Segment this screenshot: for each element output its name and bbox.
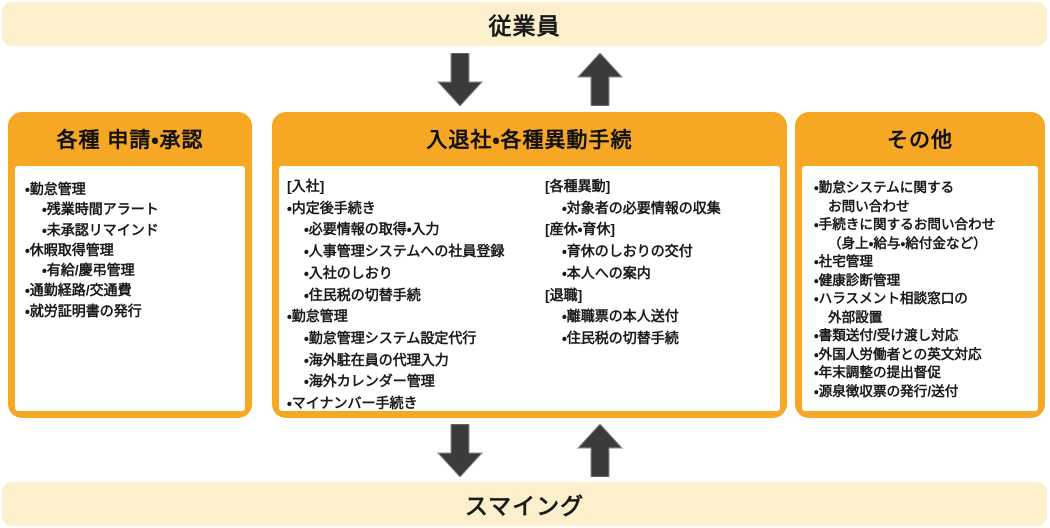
list-item: ・勤怠管理システム設定代行 (304, 329, 477, 346)
box-onboarding-column-2: [各種異動] ・対象者の必要情報の収集 [産休・育休] ・育休のしおりの交付・本人への… (545, 176, 780, 411)
list-item: ・健康診断管理 (814, 272, 901, 288)
list-item: ・勤怠管理 (287, 308, 348, 325)
box-applications-list: ・勤怠管理・残業時間アラート・未承認リマインド・休暇取得管理・有給/慶弔管理・通… (15, 166, 245, 411)
list-item: 外部設置 (828, 309, 883, 325)
list-item: ・勤怠システムに関する (814, 180, 955, 195)
smiing-banner-label: スマイング (464, 493, 585, 519)
box-applications-title: 各種 申請・承認 (56, 129, 204, 152)
list-item: お問い合わせ (828, 198, 910, 214)
employee-banner-label: 従業員 (488, 13, 561, 39)
list-item: [各種異動] (545, 178, 611, 194)
list-item: ・通勤経路/交通費 (25, 282, 132, 299)
box-onboarding-body: [入社] ・内定後手続き・必要情報の取得・入力・人事管理システムへの社員登録・入社… (279, 166, 780, 411)
box-others-list: ・勤怠システムに関するお問い合わせ・手続きに関するお問い合わせ （身上・給与・給付… (802, 166, 1038, 411)
list-item: ・有給/慶弔管理 (42, 262, 135, 279)
box-onboarding: 入退社・各種異動手続 [入社] ・内定後手続き・必要情報の取得・入力・人事管理シス… (272, 112, 787, 418)
list-item: ・残業時間アラート (42, 201, 159, 218)
list-item: [産休・育休] (545, 221, 616, 238)
list-item: ・離職票の本人送付 (562, 308, 679, 325)
list-item: ・海外カレンダー管理 (304, 373, 435, 390)
list-item: ・年末調整の提出督促 (814, 365, 941, 380)
list-item: ・源泉徴収票の発行/送付 (814, 383, 959, 399)
box-others-title: その他 (887, 129, 953, 152)
list-item: ・住民税の切替手続 (562, 329, 679, 346)
list-item: ・社宅管理 (814, 254, 873, 269)
box-onboarding-column-1: [入社] ・内定後手続き・必要情報の取得・入力・人事管理システムへの社員登録・入社… (287, 176, 545, 411)
list-item: ・書類送付/受け渡し対応 (814, 328, 959, 343)
list-item: ・対象者の必要情報の収集 (562, 199, 721, 216)
arrow-up-icon (575, 424, 625, 477)
list-item: ・必要情報の取得・入力 (304, 221, 440, 238)
box-applications: 各種 申請・承認 ・勤怠管理・残業時間アラート・未承認リマインド・休暇取得管理・… (8, 112, 252, 418)
arrow-up-icon (575, 53, 625, 106)
list-item: ・人事管理システムへの社員登録 (304, 243, 505, 260)
list-item: [退職] (545, 286, 583, 303)
employee-banner: 従業員 (2, 2, 1047, 46)
list-item: ・海外駐在員の代理入力 (304, 351, 449, 368)
list-item: ・住民税の切替手続 (304, 286, 421, 303)
box-others: その他 ・勤怠システムに関するお問い合わせ・手続きに関するお問い合わせ （身上・給… (795, 112, 1045, 418)
list-item: ・本人への案内 (562, 264, 651, 281)
list-item: ・休暇取得管理 (25, 241, 114, 258)
arrow-down-icon (435, 424, 485, 477)
list-item: ・マイナンバー手続き (287, 395, 418, 411)
list-item: ・外国人労働者との英文対応 (814, 346, 982, 362)
list-item: ・内定後手続き (287, 199, 376, 216)
smiing-banner: スマイング (2, 482, 1047, 526)
list-item: ・ハラスメント相談窓口の (814, 291, 968, 306)
list-item: （身上・給与・給付金など） (828, 235, 987, 251)
list-item: ・手続きに関するお問い合わせ (814, 217, 996, 232)
arrow-down-icon (435, 53, 485, 106)
box-onboarding-title: 入退社・各種異動手続 (426, 129, 633, 152)
list-item: ・未承認リマインド (42, 221, 159, 238)
list-item: ・就労証明書の発行 (25, 302, 142, 319)
list-item: ・育休のしおりの交付 (562, 243, 693, 260)
list-item: ・勤怠管理 (25, 181, 86, 197)
list-item: ・入社のしおり (304, 264, 393, 281)
list-item: [入社] (287, 178, 325, 194)
